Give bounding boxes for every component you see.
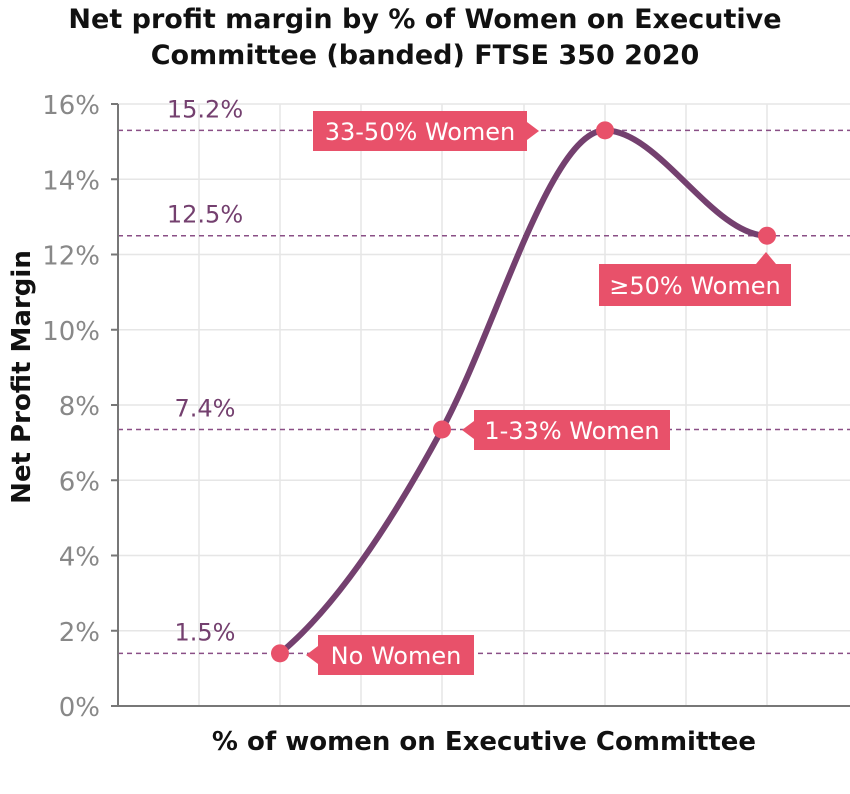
y-tick-label: 0% <box>59 693 100 723</box>
gridlines <box>118 103 850 706</box>
chart-title-line-2: Committee (banded) FTSE 350 2020 <box>150 40 700 71</box>
y-tick-label: 16% <box>42 91 100 121</box>
category-label: 1-33% Women <box>484 417 659 445</box>
y-tick-label: 10% <box>42 317 100 347</box>
data-point <box>758 226 776 245</box>
value-label: 12.5% <box>167 201 243 229</box>
chart-title-line-1: Net profit margin by % of Women on Execu… <box>68 4 782 35</box>
data-point <box>596 121 614 140</box>
value-label: 15.2% <box>167 95 243 123</box>
category-label: ≥50% Women <box>609 272 780 300</box>
y-tick-label: 12% <box>42 242 100 272</box>
callout-box <box>313 111 527 151</box>
callout-box <box>474 410 670 450</box>
callout-pointer <box>756 252 776 264</box>
series-line-layer <box>277 127 770 657</box>
y-tick-label: 8% <box>59 392 100 422</box>
data-point <box>271 644 289 663</box>
callout-pointer <box>306 646 318 664</box>
y-tick-labels: 0% 2% 4% 6% 8% 10% 12% 14% 16% <box>42 91 100 723</box>
y-axis-label: Net Profit Margin <box>7 250 37 504</box>
data-point <box>433 420 451 439</box>
y-tick-label: 14% <box>42 166 100 196</box>
value-label: 1.5% <box>175 618 236 646</box>
callout-box <box>599 264 791 306</box>
axes <box>111 103 850 707</box>
callout: 33-50% Women <box>313 111 539 151</box>
series-line <box>277 127 770 657</box>
callout: No Women <box>306 635 474 675</box>
callout-box <box>318 635 474 675</box>
callout-pointer <box>462 421 474 439</box>
callouts: No Women 1-33% Women 33-50% Women ≥50% Wome… <box>306 111 791 675</box>
callout-pointer <box>527 122 539 140</box>
y-tick-label: 2% <box>59 618 100 648</box>
y-tick-label: 4% <box>59 543 100 573</box>
category-label: No Women <box>331 642 462 670</box>
x-axis-label: % of women on Executive Committee <box>211 727 757 757</box>
reference-lines: 1.5% 7.4% 15.2% 12.5% <box>118 95 850 655</box>
callout: 1-33% Women <box>462 410 670 450</box>
data-points <box>271 121 776 663</box>
value-label: 7.4% <box>175 394 236 422</box>
callout: ≥50% Women <box>599 252 791 306</box>
y-tick-label: 6% <box>59 467 100 497</box>
category-label: 33-50% Women <box>325 118 516 146</box>
